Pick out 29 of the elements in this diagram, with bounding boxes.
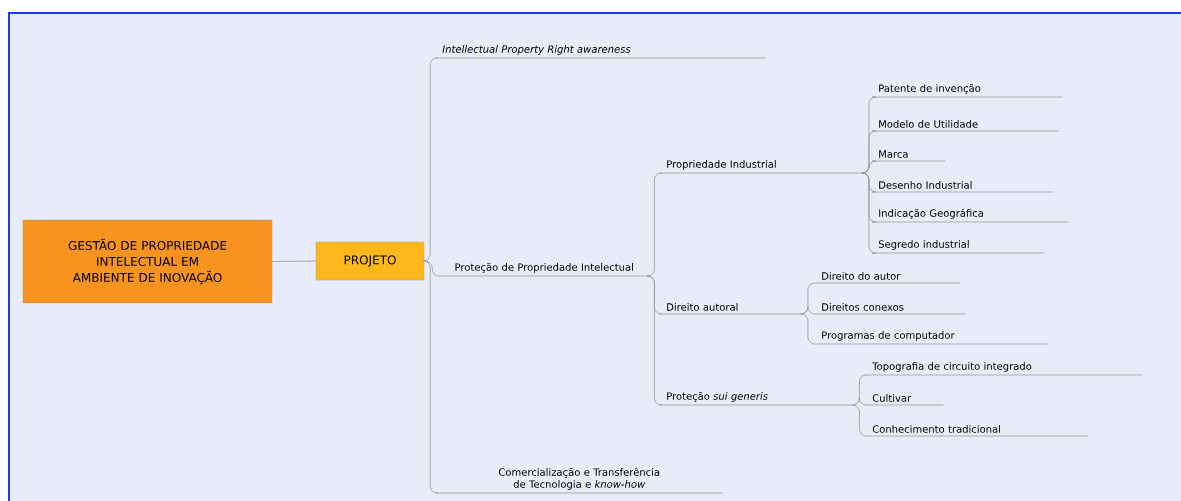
topic-label: Programas de computador (814, 331, 1049, 345)
topic-label: Indicação Geográfica (871, 208, 1069, 223)
topic-label: Direitos conexos (814, 303, 966, 315)
topic-label: Cultivar (865, 394, 944, 406)
topic-label: Modelo de Utilidade (871, 120, 1059, 132)
connector-line (422, 260, 438, 494)
topic-label: Desenho Industrial (871, 181, 1053, 193)
topic-label: Proteção sui generis (659, 391, 853, 406)
topic-label: Direito autoral (659, 303, 801, 315)
connector-line (800, 313, 816, 345)
connector-line (647, 172, 662, 277)
topic-label: Intellectual Property Right awareness (435, 45, 766, 59)
topic-box: GESTÃO DE PROPRIEDADE INTELECTUAL EM AMBIENTE DE INOVAÇÃO (22, 219, 273, 304)
connector-line (852, 397, 867, 406)
connector-line (852, 404, 867, 437)
topic-label: Segredo industrial (871, 240, 1045, 254)
connector-line (800, 306, 816, 315)
topic-label: Marca (871, 150, 946, 162)
connector-line (647, 275, 662, 406)
topic-label: Comercialização e Transferência de Tecnologia e know-how (435, 467, 723, 494)
topic-label: Conhecimento tradicional (865, 425, 1089, 437)
topic-label: Topografia de circuito integrado (865, 362, 1143, 376)
topic-box: PROJETO (315, 241, 425, 281)
topic-label: Direito do autor (814, 272, 961, 284)
connector-line (423, 260, 441, 277)
topic-label: Patente de invenção (871, 84, 1063, 98)
topic-label: Propriedade Industrial (659, 160, 866, 174)
topic-label: Proteção de Propriedade Intelectual (439, 262, 649, 277)
connector-line (271, 260, 317, 262)
